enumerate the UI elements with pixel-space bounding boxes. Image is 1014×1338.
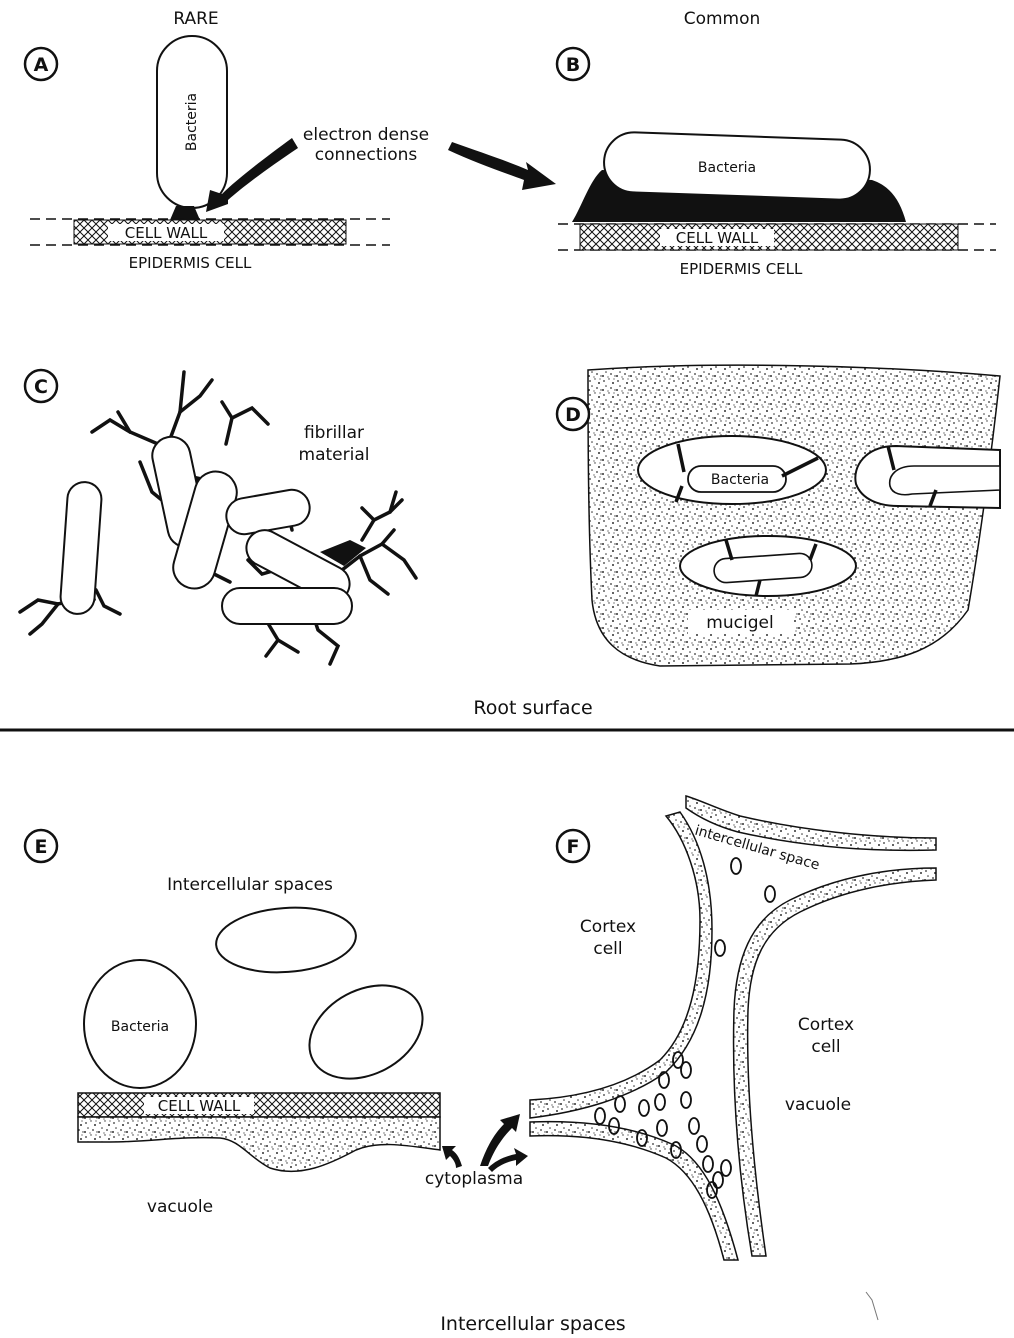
panel-b-bacterium-label: Bacteria — [698, 160, 756, 176]
panel-b: Common B Bacteria CELL WALL EPIDERMIS CE… — [557, 9, 996, 278]
panel-f-vacuole-label: vacuole — [785, 1095, 851, 1115]
panel-f-letter: F — [567, 836, 580, 858]
panel-b-cell-wall-label: CELL WALL — [676, 229, 759, 247]
panel-d-letter: D — [565, 404, 581, 426]
connections-label-line2: connections — [315, 145, 418, 165]
arrow-to-panel-b — [448, 142, 556, 190]
panel-a-cell-wall-label: CELL WALL — [125, 224, 208, 242]
panel-d-bacterium-label: Bacteria — [711, 472, 769, 488]
panel-c-letter: C — [34, 376, 48, 398]
panel-e-cytoplasm — [78, 1117, 440, 1171]
panel-d-bacterium-2 — [890, 466, 1000, 495]
panel-e-letter: E — [35, 836, 48, 858]
panel-e-bacterium-label: Bacteria — [111, 1019, 169, 1035]
panel-a-caption: RARE — [173, 9, 218, 29]
stray-mark — [866, 1292, 878, 1320]
panel-a-letter: A — [34, 54, 49, 76]
panel-e-bacterium-3 — [293, 967, 438, 1098]
panel-f: F intercellular space — [530, 796, 936, 1260]
panel-c: C fibrillar material — [20, 370, 416, 664]
panel-b-letter: B — [566, 54, 580, 76]
panel-f-cortex-left-line1: Cortex — [580, 917, 636, 937]
panel-a-bacterium-label: Bacteria — [184, 93, 200, 151]
panel-d-mucigel-label: mucigel — [706, 613, 773, 633]
cytoplasma-label: cytoplasma — [425, 1169, 523, 1189]
panel-c-rod-1 — [59, 481, 102, 615]
panel-f-right-band — [734, 868, 936, 1256]
intercellular-section-label: Intercellular spaces — [440, 1313, 625, 1335]
connections-label-line1: electron dense — [303, 125, 429, 145]
panel-e-vacuole-label: vacuole — [147, 1197, 213, 1217]
panel-d: D Bacteria mucigel — [557, 365, 1000, 666]
panel-e-spaces-label: Intercellular spaces — [167, 875, 333, 895]
fibrillar-label-line2: material — [299, 445, 370, 465]
panel-a-epidermis-label: EPIDERMIS CELL — [129, 254, 252, 272]
panel-b-epidermis-label: EPIDERMIS CELL — [680, 260, 803, 278]
panel-b-caption: Common — [684, 9, 761, 29]
panel-c-rod-6 — [222, 588, 352, 624]
panel-e-cell-wall-label: CELL WALL — [158, 1097, 241, 1115]
panel-e-bacterium-1 — [214, 903, 358, 977]
panel-e: E Intercellular spaces Bacteria CELL WAL… — [25, 830, 440, 1217]
panel-f-cortex-right-line2: cell — [811, 1037, 840, 1057]
panel-e-cell-wall — [78, 1093, 440, 1117]
arrow-cytoplasma-left — [442, 1146, 462, 1168]
fibrillar-label-line1: fibrillar — [304, 423, 364, 443]
panel-f-cytoplasm-layers — [530, 796, 936, 1260]
connections-annotation: electron dense connections — [206, 125, 556, 212]
root-surface-label: Root surface — [473, 697, 592, 719]
panel-f-left-band — [530, 812, 712, 1118]
panel-f-cortex-left-line2: cell — [593, 939, 622, 959]
panel-f-cortex-right-line1: Cortex — [798, 1015, 854, 1035]
